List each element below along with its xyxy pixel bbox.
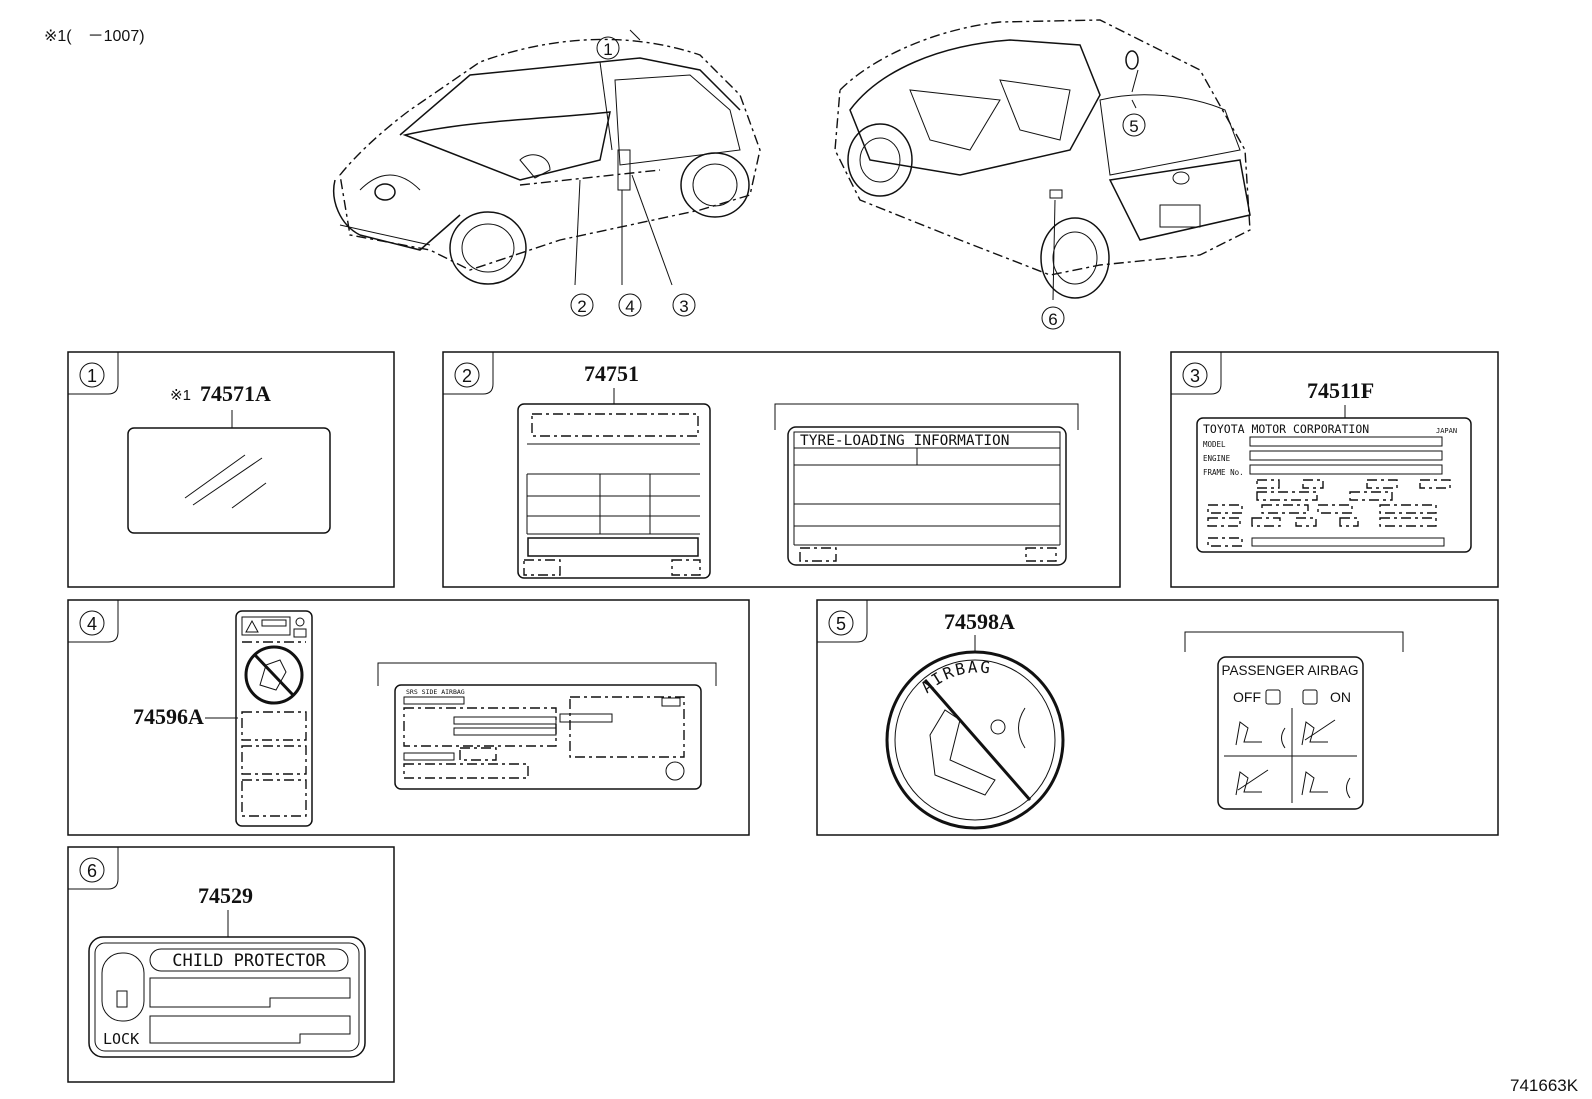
child-protector-title: CHILD PROTECTOR bbox=[172, 951, 326, 971]
passenger-airbag-title: PASSENGER AIRBAG bbox=[1221, 663, 1358, 678]
callout-6: 6 bbox=[1041, 306, 1065, 330]
vin-plate-model: MODEL bbox=[1203, 440, 1226, 449]
part-number-74529: 74529 bbox=[198, 883, 253, 908]
child-protector-label bbox=[88, 936, 366, 1058]
airbag-off-text: OFF bbox=[1233, 689, 1261, 705]
tyre-loading-title: TYRE-LOADING INFORMATION bbox=[800, 433, 1010, 449]
callout-2: 2 bbox=[570, 293, 594, 317]
tyre-loading-label bbox=[787, 426, 1067, 566]
panel-3-number: 3 bbox=[1190, 366, 1200, 386]
vin-plate-label bbox=[1196, 417, 1472, 553]
key-on-icon bbox=[1302, 689, 1318, 705]
lock-text: LOCK bbox=[103, 1030, 139, 1048]
svg-text:5: 5 bbox=[1129, 117, 1138, 136]
seat-icon-1 bbox=[1235, 721, 1262, 746]
panel-2: 2 74751 TYRE-LOADING INFORMATION bbox=[442, 351, 1121, 588]
airbag-round-text: AIRBAG bbox=[917, 657, 993, 696]
side-airbag-title: SRS SIDE AIRBAG bbox=[406, 688, 465, 696]
part-number-74511F: 74511F bbox=[1307, 378, 1374, 403]
seat-icon-4 bbox=[1301, 771, 1328, 796]
passenger-airbag-label bbox=[1217, 656, 1364, 810]
panel-1: 1 ※1 74571A bbox=[67, 351, 395, 588]
part-number-74598A: 74598A bbox=[944, 609, 1015, 634]
panel-5: 5 74598A AIRBAG PASSENGER AIRBAG OFF ON bbox=[816, 599, 1499, 836]
lock-switch-icon bbox=[101, 952, 145, 1022]
panel-6-number: 6 bbox=[87, 861, 97, 881]
panel-1-badge bbox=[79, 362, 105, 388]
airbag-on-text: ON bbox=[1330, 689, 1351, 705]
vin-plate-corp: TOYOTA MOTOR CORPORATION bbox=[1203, 422, 1369, 436]
panel-3: 3 74511F TOYOTA MOTOR CORPORATION JAPAN … bbox=[1170, 351, 1499, 588]
key-off-icon bbox=[1265, 689, 1281, 705]
svg-text:1: 1 bbox=[603, 40, 612, 59]
side-airbag-wide-label bbox=[394, 684, 702, 790]
car-rear-view bbox=[834, 19, 1251, 301]
callout-1: 1 bbox=[596, 36, 620, 60]
part-number-74571A: 74571A bbox=[200, 381, 271, 406]
diagram-code: 741663K bbox=[1510, 1076, 1579, 1095]
panel-4: 4 74596A SRS SIDE AIRBAG bbox=[67, 599, 750, 836]
vehicle-info-label bbox=[517, 403, 711, 579]
part-number-74596A: 74596A bbox=[133, 704, 204, 729]
panel-1-mark: ※1 bbox=[170, 387, 191, 404]
svg-text:4: 4 bbox=[625, 297, 634, 316]
svg-text:6: 6 bbox=[1048, 310, 1057, 329]
svg-text:3: 3 bbox=[679, 297, 688, 316]
callout-4: 4 bbox=[618, 293, 642, 317]
side-airbag-tall-label bbox=[235, 610, 313, 827]
callout-5: 5 bbox=[1122, 113, 1146, 137]
glass-label bbox=[127, 427, 331, 534]
panel-6: 6 74529 CHILD PROTECTOR LOCK bbox=[67, 846, 395, 1083]
panel-1-number: 1 bbox=[87, 366, 97, 386]
part-number-74751: 74751 bbox=[584, 361, 639, 386]
panel-4-number: 4 bbox=[87, 614, 97, 634]
vin-plate-engine: ENGINE bbox=[1203, 454, 1231, 463]
svg-text:2: 2 bbox=[577, 297, 586, 316]
seat-icon-2 bbox=[1235, 771, 1262, 796]
vin-plate-japan: JAPAN bbox=[1436, 427, 1457, 435]
panel-5-number: 5 bbox=[836, 614, 846, 634]
vin-plate-frame: FRAME No. bbox=[1203, 468, 1244, 477]
car-front-view bbox=[333, 29, 761, 286]
seat-icon-3 bbox=[1301, 721, 1328, 746]
header-note: ※1( －1007) bbox=[44, 28, 145, 45]
panel-2-number: 2 bbox=[462, 366, 472, 386]
callout-3: 3 bbox=[672, 293, 696, 317]
airbag-round-label bbox=[885, 650, 1065, 830]
